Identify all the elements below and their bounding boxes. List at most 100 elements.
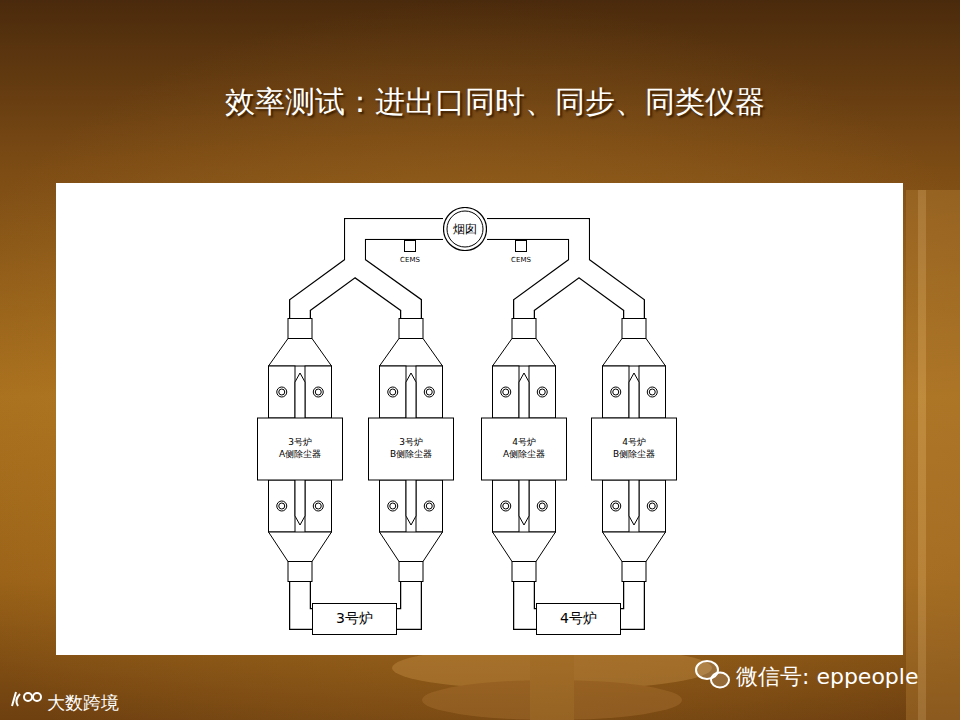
cems-text: CEMS — [390, 256, 430, 264]
cems-text: CEMS — [501, 256, 541, 264]
outlet-hood — [493, 532, 556, 562]
test-port — [613, 503, 619, 509]
flue-duct-interior — [524, 582, 536, 619]
node-label: 3号炉 B侧除尘器 — [381, 437, 441, 460]
inlet-hood — [603, 339, 666, 367]
node-label: 烟囱 — [453, 221, 477, 238]
test-port — [647, 387, 657, 397]
inlet-leg — [305, 366, 332, 418]
precipitator-body — [592, 418, 677, 480]
outlet-flange — [622, 562, 646, 582]
cems-box — [404, 240, 416, 252]
boiler-box: 3号炉 — [312, 603, 397, 635]
node-label: CEMS — [501, 256, 541, 264]
outlet-hood — [269, 532, 332, 562]
watermark: 微信号: eppeople — [736, 662, 918, 692]
chimney-text: 烟囱 — [443, 207, 487, 251]
precipitator-text-wrap: 4号炉 A侧除尘器 — [494, 437, 554, 460]
test-port — [313, 387, 323, 397]
inlet-divider — [629, 373, 639, 418]
outlet-divider — [406, 480, 416, 525]
inlet-flange — [288, 319, 312, 339]
precipitator-text: 3号炉 B侧除尘器 — [368, 418, 454, 480]
outlet-leg — [639, 480, 666, 532]
inlet-hood — [380, 339, 443, 367]
test-port — [539, 389, 545, 395]
test-port — [277, 387, 287, 397]
outlet-leg — [529, 480, 556, 532]
boiler-box: 4号炉 — [536, 603, 621, 635]
outlet-divider — [629, 480, 639, 525]
node-label: 4号炉 — [560, 610, 597, 628]
inlet-hood — [493, 339, 556, 367]
chimney: 烟囱 — [443, 207, 487, 251]
duct-interiors — [300, 229, 634, 619]
outlet-divider — [295, 480, 305, 525]
flue-duct — [487, 229, 634, 318]
outlet-flange — [399, 562, 423, 582]
test-port — [390, 389, 396, 395]
node-label: 3号炉 A侧除尘器 — [270, 437, 330, 460]
flue-duct — [355, 229, 443, 318]
wechat-icon — [696, 661, 729, 688]
inlet-leg — [269, 366, 296, 418]
cems-box — [515, 240, 527, 252]
inlet-leg — [529, 366, 556, 418]
test-port — [279, 503, 285, 509]
outlet-leg — [416, 480, 443, 532]
outlet-leg — [493, 480, 520, 532]
inlet-leg — [493, 366, 520, 418]
flue-duct-interior — [397, 582, 411, 619]
precipitator: 4号炉 A侧除尘器 — [481, 318, 567, 582]
test-port — [424, 387, 434, 397]
test-port — [611, 387, 621, 397]
test-port — [613, 389, 619, 395]
flue-duct — [397, 582, 411, 619]
test-port — [537, 501, 547, 511]
flue-duct — [300, 582, 312, 619]
test-port — [424, 501, 434, 511]
diagram-panel — [56, 183, 903, 655]
flue-duct — [487, 229, 579, 318]
test-port — [277, 501, 287, 511]
chimney-ring — [447, 211, 483, 247]
flue-duct — [621, 582, 634, 619]
test-port — [501, 387, 511, 397]
outlet-leg — [603, 480, 630, 532]
test-port — [426, 389, 432, 395]
duct-outlines — [300, 229, 634, 619]
inlet-leg — [416, 366, 443, 418]
outlet-flange — [512, 562, 536, 582]
inlet-leg — [380, 366, 407, 418]
test-port — [315, 389, 321, 395]
test-port — [388, 501, 398, 511]
outlet-leg — [269, 480, 296, 532]
scale-stem — [530, 655, 574, 720]
inlet-divider — [406, 373, 416, 418]
test-port — [315, 503, 321, 509]
flue-duct-interior — [300, 229, 443, 318]
precipitator-text-wrap: 3号炉 A侧除尘器 — [270, 437, 330, 460]
node-label: CEMS — [390, 256, 430, 264]
test-port — [390, 503, 396, 509]
inlet-leg — [639, 366, 666, 418]
brand-logo — [12, 692, 41, 706]
inlet-flange — [399, 319, 423, 339]
precipitator: 3号炉 A侧除尘器 — [257, 318, 343, 582]
outlet-flange — [288, 562, 312, 582]
outlet-hood — [380, 532, 443, 562]
test-port — [503, 503, 509, 509]
node-label: 4号炉 A侧除尘器 — [494, 437, 554, 460]
node-label: 4号炉 B侧除尘器 — [604, 437, 664, 460]
test-port — [388, 387, 398, 397]
precipitator-text: 4号炉 A侧除尘器 — [481, 418, 567, 480]
inlet-leg — [603, 366, 630, 418]
flue-duct-interior — [487, 229, 579, 318]
outlet-leg — [380, 480, 407, 532]
watermark: 大数跨境 — [47, 691, 119, 715]
chimney-ring — [444, 208, 487, 251]
test-port — [539, 503, 545, 509]
flue-duct-interior — [300, 582, 312, 619]
flue-duct-interior — [487, 229, 634, 318]
